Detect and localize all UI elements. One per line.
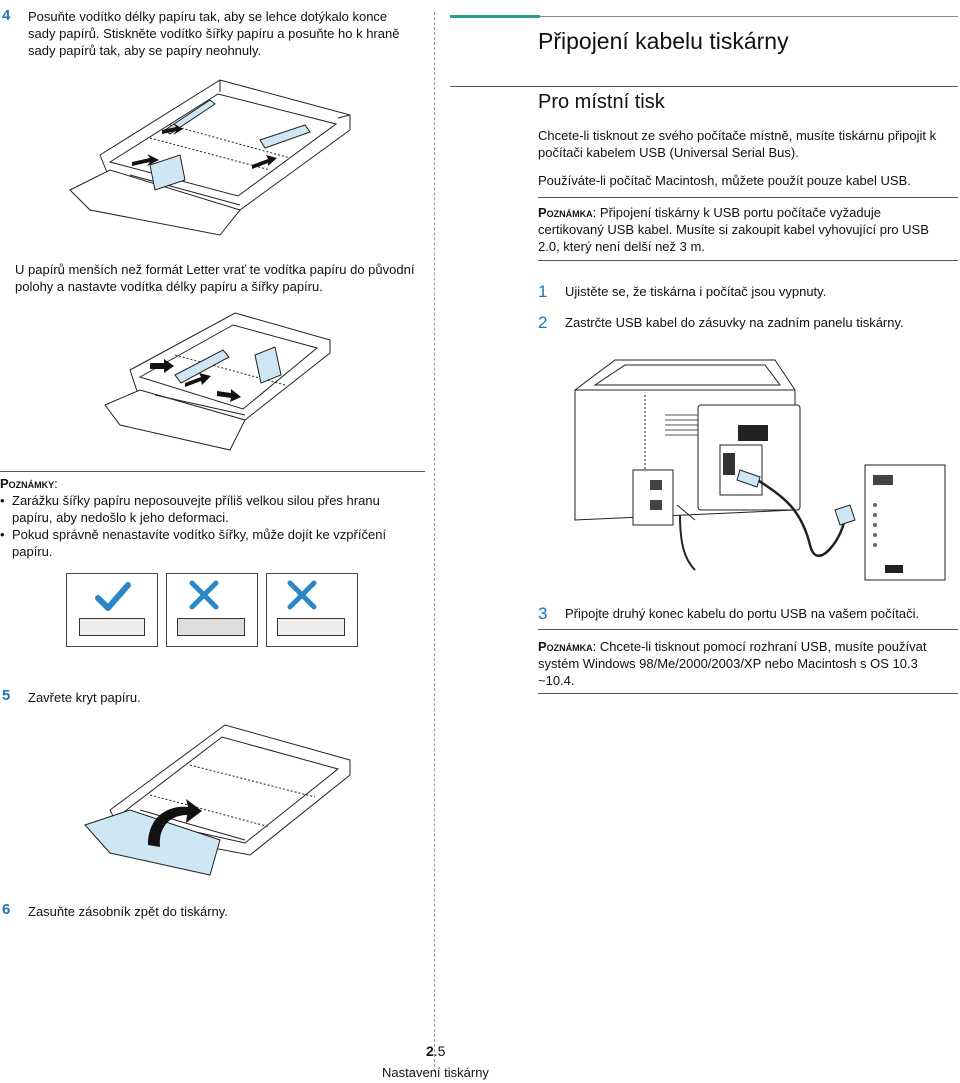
page-title: Připojení kabelu tiskárny — [538, 28, 789, 54]
note2-bottom-rule — [538, 693, 958, 694]
notes-item: Pokud správně nenastavíte vodítko šířky,… — [0, 526, 410, 560]
paper-guide-shape — [177, 618, 245, 636]
notes-top-rule — [0, 471, 425, 472]
step-3-number: 3 — [538, 604, 548, 623]
title-accent-bar — [450, 15, 540, 18]
paper-guide-shape — [79, 618, 145, 636]
step-5-number: 5 — [2, 687, 11, 704]
column-separator — [434, 12, 435, 1072]
footer-section-title: Nastavení tiskárny — [382, 1065, 489, 1080]
paper-tray-illustration-2 — [104, 312, 331, 451]
section-subtitle: Pro místní tisk — [538, 91, 665, 113]
guide-wrong-panel-2 — [266, 573, 358, 647]
paper-tray-illustration-1 — [69, 79, 351, 236]
page-number-page: .5 — [433, 1043, 446, 1059]
guide-wrong-panel-1 — [166, 573, 258, 647]
step-1-text: Ujistěte se, že tiskárna i počítač jsou … — [565, 284, 827, 299]
small-paper-text: U papírů menších než formát Letter vrať … — [15, 262, 415, 294]
paper-guide-shape — [277, 618, 345, 636]
step-6-number: 6 — [2, 901, 11, 918]
step-4-number: 4 — [2, 7, 11, 24]
notes-heading-colon: : — [54, 476, 58, 491]
check-icon — [95, 582, 131, 611]
cross-icon — [287, 580, 317, 610]
intro-paragraph: Chcete-li tisknout ze svého počítače mís… — [538, 128, 937, 160]
note-1-text: : Připojení tiskárny k USB portu počítač… — [538, 205, 929, 254]
page-number-chapter: 2 — [426, 1043, 434, 1059]
note2-top-rule — [538, 629, 958, 630]
mac-paragraph: Používáte-li počítač Macintosh, můžete p… — [538, 173, 911, 188]
note-2-text: : Chcete-li tisknout pomocí rozhraní USB… — [538, 639, 927, 688]
note1-bottom-rule — [538, 260, 958, 261]
note-2: Poznámka: Chcete-li tisknout pomocí rozh… — [538, 638, 948, 689]
title-rule-track — [450, 15, 958, 18]
cross-icon — [189, 580, 219, 610]
step-6-text: Zasuňte zásobník zpět do tiskárny. — [28, 904, 228, 919]
step-2-text: Zastrčte USB kabel do zásuvky na zadním … — [565, 315, 904, 330]
printer-usb-connection-illustration — [574, 359, 946, 581]
note1-top-rule — [538, 197, 958, 198]
notes-heading: Poznámky: — [0, 475, 58, 492]
guide-correct-panel — [66, 573, 158, 647]
step-3-text: Připojte druhý konec kabelu do portu USB… — [565, 606, 920, 621]
page-number: 2.5 — [426, 1043, 445, 1059]
step-2-number: 2 — [538, 313, 548, 332]
notes-heading-label: Poznámky — [0, 476, 55, 491]
step-1-number: 1 — [538, 282, 548, 301]
subtitle-rule — [450, 86, 958, 87]
title-rule — [540, 16, 958, 17]
step-5-text: Zavřete kryt papíru. — [28, 690, 141, 705]
notes-item: Zarážku šířky papíru neposouvejte příliš… — [0, 492, 410, 526]
note-1: Poznámka: Připojení tiskárny k USB portu… — [538, 204, 938, 255]
paper-tray-closed-illustration — [84, 724, 351, 876]
note-1-label: Poznámka — [538, 205, 593, 220]
note-2-label: Poznámka — [538, 639, 593, 654]
notes-list: Zarážku šířky papíru neposouvejte příliš… — [0, 492, 410, 560]
step-4-text: Posuňte vodítko délky papíru tak, aby se… — [28, 9, 400, 58]
